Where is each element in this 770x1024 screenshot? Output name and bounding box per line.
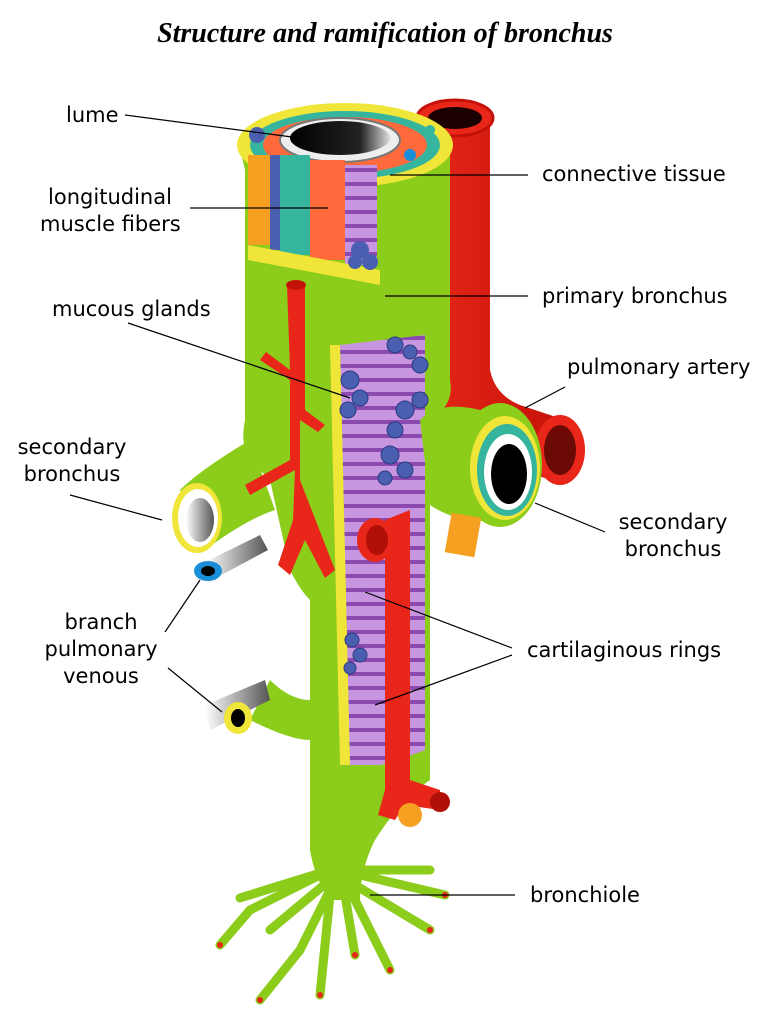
label-cartilaginous-rings: cartilaginous rings <box>527 638 722 662</box>
label-branch-line3: venous <box>63 664 139 688</box>
label-secondary-left-line1: secondary <box>17 435 127 459</box>
leader-branch-lower <box>167 667 223 713</box>
label-branch-line2: pulmonary <box>44 637 158 661</box>
leader-pulmonary-artery <box>524 386 566 409</box>
leader-lines <box>69 114 606 896</box>
pulmonary-artery <box>415 98 585 485</box>
label-pulmonary-artery: pulmonary artery <box>567 355 751 379</box>
pulmonary-vein-upper <box>194 535 268 581</box>
leader-branch-upper <box>164 579 201 633</box>
label-secondary-right-line1: secondary <box>618 510 728 534</box>
label-secondary-right-line2: bronchus <box>624 537 722 561</box>
label-secondary-left-line2: bronchus <box>23 462 121 486</box>
label-secondary-bronchus-left: secondary bronchus <box>16 434 128 488</box>
label-branch-line1: branch <box>64 610 138 634</box>
label-longitudinal-line2: muscle fibers <box>40 212 181 236</box>
secondary-bronchus-left <box>172 483 222 553</box>
leader-secondary-right <box>534 502 606 533</box>
pulmonary-vein-lower <box>205 680 270 734</box>
label-longitudinal-line1: longitudinal <box>48 185 172 209</box>
label-bronchiole: bronchiole <box>530 883 640 907</box>
diagram-title: Structure and ramification of bronchus <box>157 18 613 49</box>
leader-secondary-left <box>69 494 163 521</box>
label-lume: lume <box>66 103 119 127</box>
label-primary-bronchus: primary bronchus <box>542 284 728 308</box>
bronchioles <box>215 865 450 1005</box>
lower-artery <box>357 510 450 827</box>
secondary-bronchus-right <box>420 403 542 558</box>
leader-cartilage-2 <box>374 654 513 706</box>
label-secondary-bronchus-right: secondary bronchus <box>614 509 732 563</box>
bronchial-artery <box>245 280 335 578</box>
leader-cartilage-1 <box>364 591 513 649</box>
label-connective-tissue: connective tissue <box>542 162 726 186</box>
mucous-glands <box>339 336 429 675</box>
leader-lume <box>124 114 293 138</box>
label-longitudinal-muscle-fibers: longitudinal muscle fibers <box>40 184 181 238</box>
bronchiole-tips <box>217 892 448 1003</box>
label-mucous-glands: mucous glands <box>52 297 211 321</box>
label-branch-pulmonary-venous: branch pulmonary venous <box>40 609 162 690</box>
leader-mucous-glands <box>127 322 351 399</box>
